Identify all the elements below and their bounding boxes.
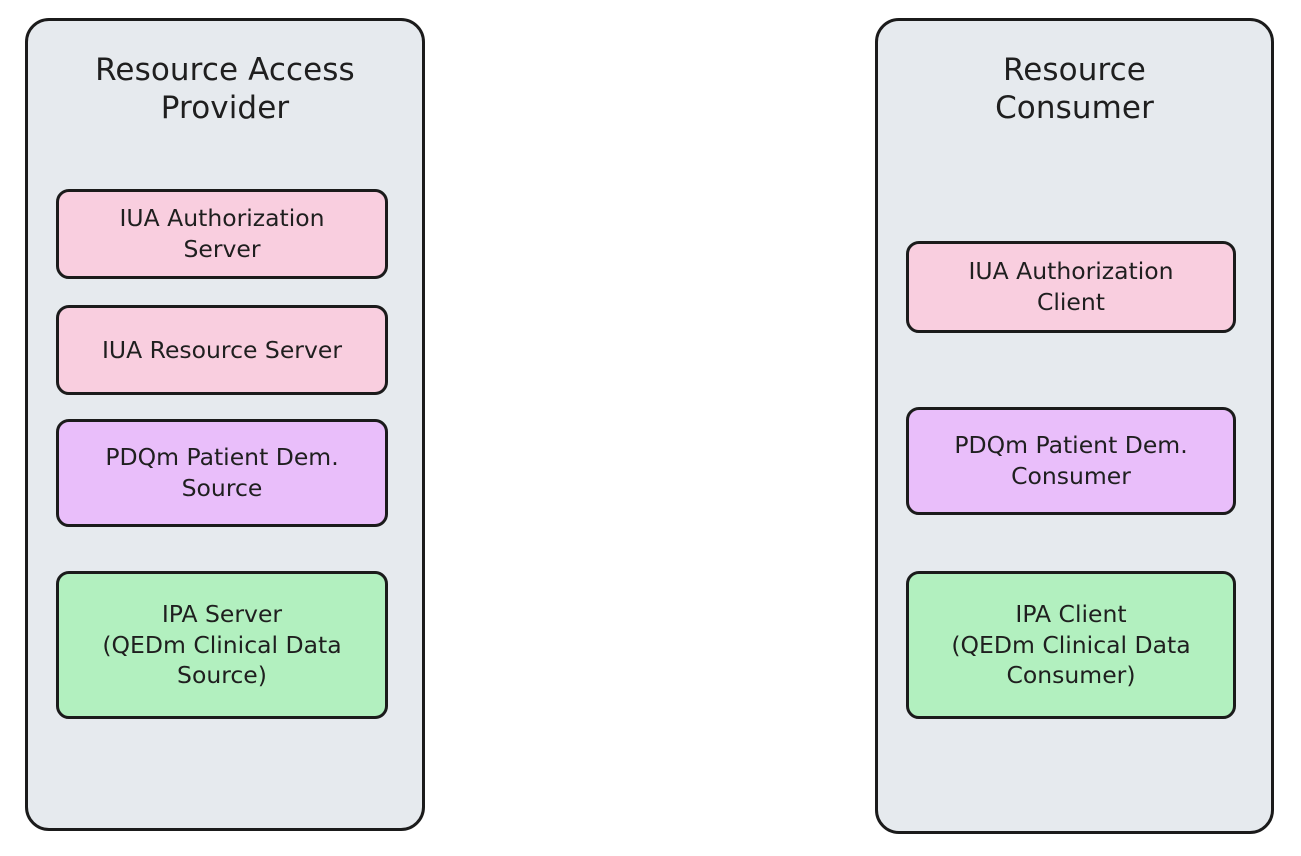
node-pdqm-patient-dem-source[interactable]: PDQm Patient Dem. Source: [56, 419, 388, 527]
node-iua-authorization-server[interactable]: IUA Authorization Server: [56, 189, 388, 279]
group-title-resource-access-provider: Resource Access Provider: [95, 52, 355, 126]
node-ipa-client[interactable]: IPA Client (QEDm Clinical Data Consumer): [906, 571, 1236, 719]
node-iua-resource-server[interactable]: IUA Resource Server: [56, 305, 388, 395]
node-iua-authorization-client[interactable]: IUA Authorization Client: [906, 241, 1236, 333]
group-resource-consumer[interactable]: Resource Consumer IUA Authorization Clie…: [875, 18, 1274, 834]
node-ipa-server[interactable]: IPA Server (QEDm Clinical Data Source): [56, 571, 388, 719]
group-resource-access-provider[interactable]: Resource Access Provider IUA Authorizati…: [25, 18, 425, 831]
group-title-resource-consumer: Resource Consumer: [995, 52, 1154, 126]
node-pdqm-patient-dem-consumer[interactable]: PDQm Patient Dem. Consumer: [906, 407, 1236, 515]
